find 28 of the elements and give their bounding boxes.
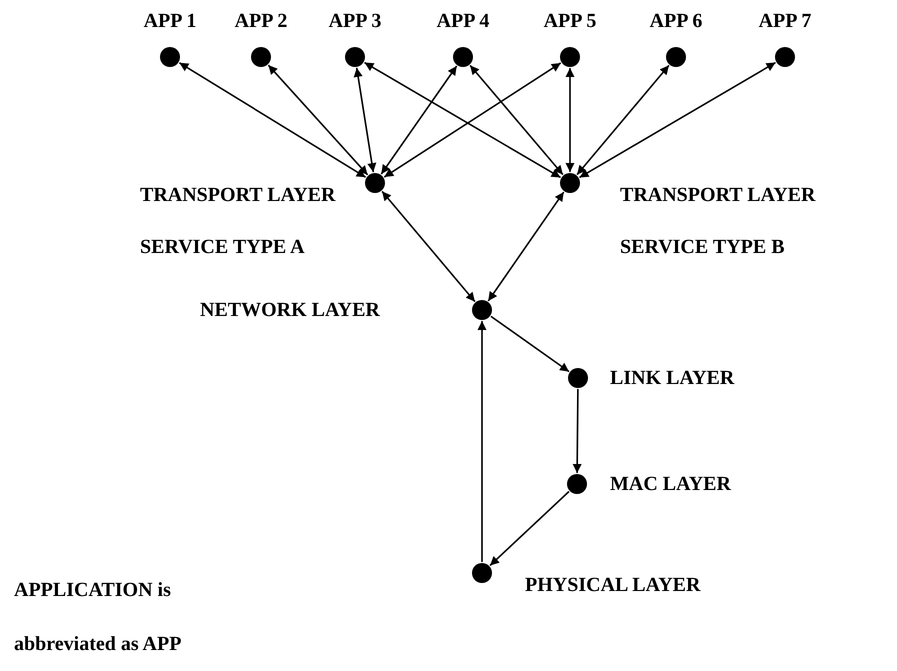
arrow	[470, 64, 564, 176]
node-label: LINK LAYER	[610, 366, 736, 391]
arrow	[478, 321, 486, 562]
arrow	[381, 190, 476, 302]
node-label: APP 4	[436, 9, 490, 34]
node-label: APP 7	[758, 9, 812, 34]
arrow	[579, 62, 776, 178]
arrow	[380, 66, 458, 174]
node-label: TRANSPORT LAYER SERVICE TYPE B	[620, 183, 817, 260]
node-label: TRANSPORT LAYER SERVICE TYPE A	[140, 183, 337, 260]
node-label: APP 5	[542, 9, 598, 34]
note-text: APPLICATION is abbreviated as APP	[14, 578, 182, 657]
arrow	[178, 62, 366, 178]
node-label: MAC LAYER	[610, 472, 732, 497]
arrow	[489, 490, 570, 566]
arrow	[566, 68, 574, 172]
node-label: APP 1	[142, 9, 198, 34]
node-label: NETWORK LAYER	[200, 298, 381, 323]
node-label: PHYSICAL LAYER	[525, 573, 702, 598]
arrow	[490, 316, 570, 372]
arrow	[572, 389, 582, 473]
arrow	[268, 64, 368, 176]
arrow	[488, 192, 564, 302]
node-label: APP 3	[328, 9, 382, 34]
node-label: APP 2	[234, 9, 288, 34]
arrow	[576, 64, 670, 176]
arrow	[354, 68, 376, 172]
node-label: APP 6	[648, 9, 704, 34]
